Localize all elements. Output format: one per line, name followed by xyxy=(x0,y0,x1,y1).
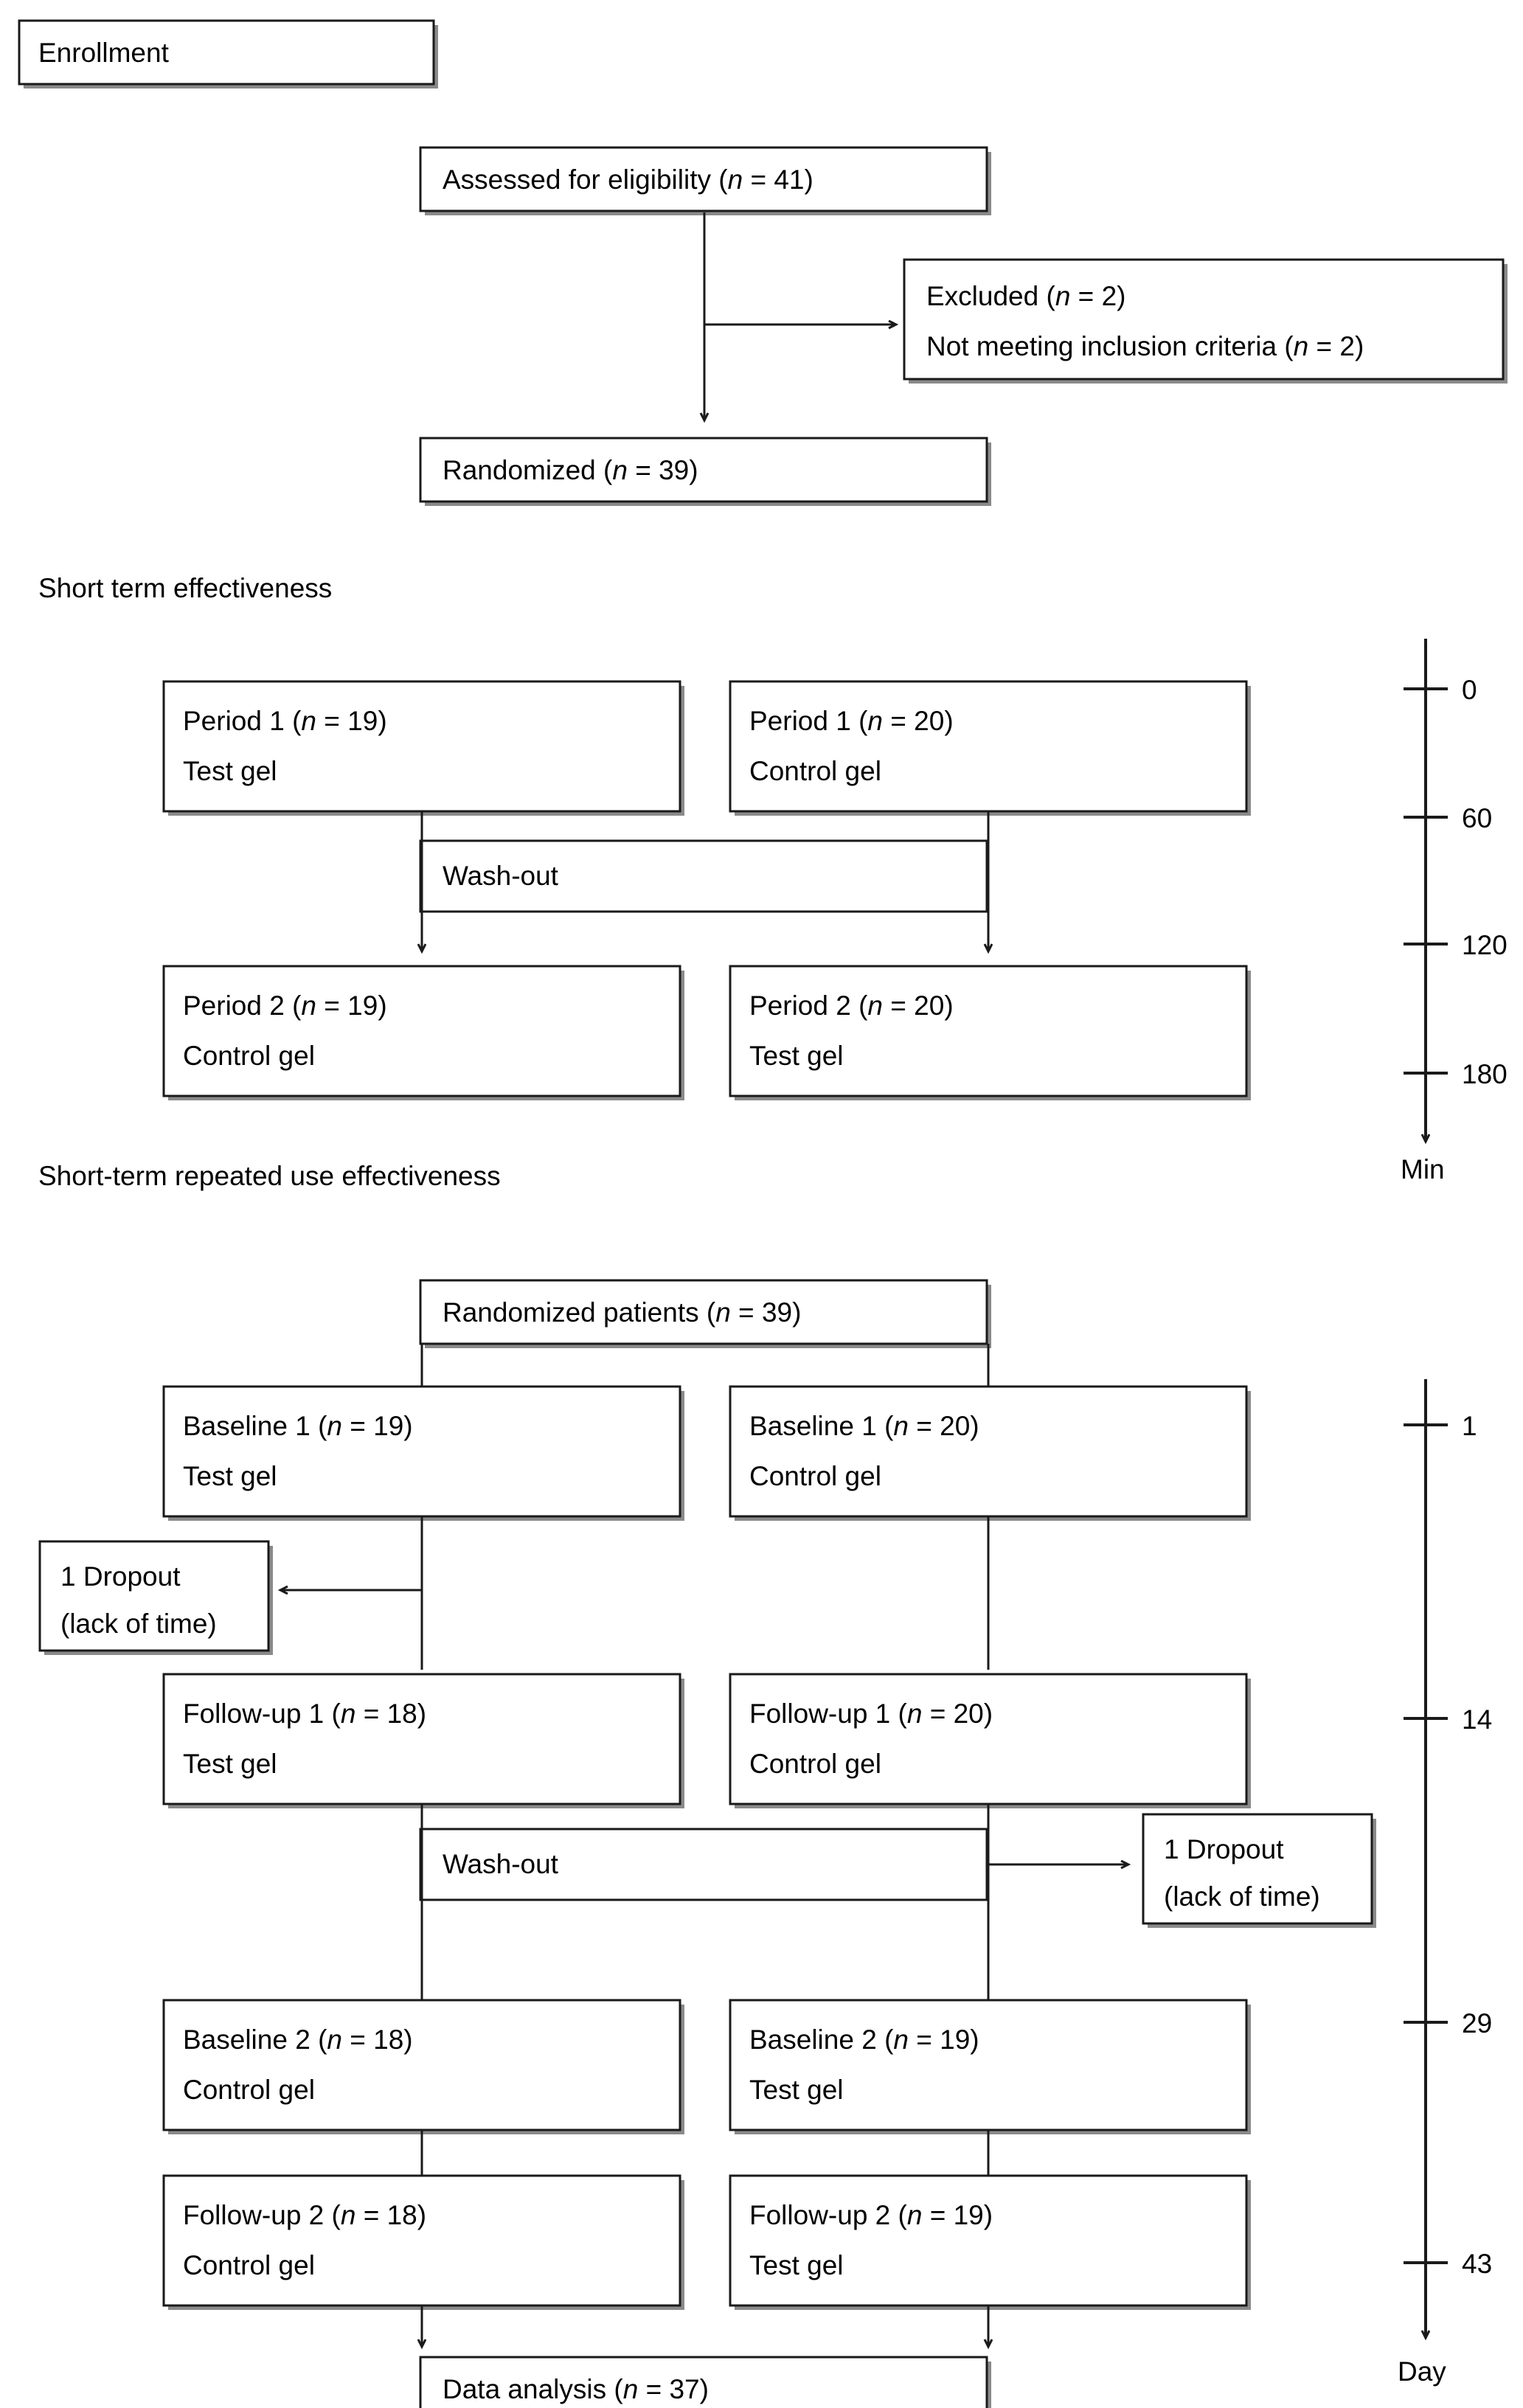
followup2-control-arm: Control gel xyxy=(183,2250,315,2280)
dropout-left-reason-label: (lack of time) xyxy=(60,1609,217,1639)
period1-control-box: Period 1 (n = 20) Control gel xyxy=(729,680,1251,816)
baseline1-control-box: Baseline 1 (n = 20) Control gel xyxy=(729,1385,1251,1521)
dropout-right-count-label: 1 Dropout xyxy=(1164,1834,1284,1864)
baseline1-test-box: Baseline 1 (n = 19) Test gel xyxy=(162,1385,684,1521)
dropout-left-count-label: 1 Dropout xyxy=(60,1561,181,1592)
baseline2-test-count: Baseline 2 (n = 19) xyxy=(749,2024,979,2055)
period2-test-arm: Test gel xyxy=(749,1041,844,1071)
randomized-label: Randomized (n = 39) xyxy=(443,455,698,485)
period1-control-arm: Control gel xyxy=(749,756,881,786)
data-analysis-label: Data analysis (n = 37) xyxy=(443,2374,709,2404)
enrollment-header-label: Enrollment xyxy=(38,38,170,68)
tick-label-day-43: 43 xyxy=(1462,2249,1492,2279)
baseline2-control-box: Baseline 2 (n = 18) Control gel xyxy=(162,1999,684,2134)
followup2-control-count: Follow-up 2 (n = 18) xyxy=(183,2200,426,2230)
tick-label-min-60: 60 xyxy=(1462,803,1492,833)
baseline1-control-count: Baseline 1 (n = 20) xyxy=(749,1411,979,1441)
timeline-minutes: 0 60 120 180 Min xyxy=(1401,639,1508,1184)
period1-test-arm: Test gel xyxy=(183,756,277,786)
timeline-days: 1 14 29 43 Day xyxy=(1398,1379,1492,2387)
baseline1-test-count: Baseline 1 (n = 19) xyxy=(183,1411,413,1441)
timeline-unit-min: Min xyxy=(1401,1154,1445,1184)
washout-label-short-term: Wash-out xyxy=(443,861,559,891)
randomized-patients-label: Randomized patients (n = 39) xyxy=(443,1297,801,1328)
period2-test-count: Period 2 (n = 20) xyxy=(749,990,954,1021)
period2-control-arm: Control gel xyxy=(183,1041,315,1071)
enrollment-header-box: Enrollment xyxy=(18,19,438,89)
tick-label-min-0: 0 xyxy=(1462,675,1477,705)
connector-followup2-to-data-analysis xyxy=(422,2305,988,2347)
section-title-repeated-use: Short-term repeated use effectiveness xyxy=(38,1161,501,1191)
followup2-test-box: Follow-up 2 (n = 19) Test gel xyxy=(729,2174,1251,2310)
baseline2-control-count: Baseline 2 (n = 18) xyxy=(183,2024,413,2055)
washout-band-short-term: Wash-out xyxy=(419,839,988,913)
period2-control-count: Period 2 (n = 19) xyxy=(183,990,387,1021)
baseline2-control-arm: Control gel xyxy=(183,2075,315,2105)
followup1-test-box: Follow-up 1 (n = 18) Test gel xyxy=(162,1673,684,1808)
dropout-right-reason-label: (lack of time) xyxy=(1164,1881,1320,1912)
dropout-box-left: 1 Dropout (lack of time) xyxy=(38,1540,273,1655)
tick-label-min-120: 120 xyxy=(1462,930,1508,960)
followup1-control-arm: Control gel xyxy=(749,1749,881,1779)
washout-band-repeated-use: Wash-out xyxy=(419,1828,988,1901)
period1-control-count: Period 1 (n = 20) xyxy=(749,706,954,736)
followup1-control-box: Follow-up 1 (n = 20) Control gel xyxy=(729,1673,1251,1808)
washout-label-repeated-use: Wash-out xyxy=(443,1849,559,1879)
tick-label-day-29: 29 xyxy=(1462,2008,1492,2039)
followup2-test-arm: Test gel xyxy=(749,2250,844,2280)
dropout-box-right: 1 Dropout (lack of time) xyxy=(1142,1813,1376,1928)
followup2-test-count: Follow-up 2 (n = 19) xyxy=(749,2200,993,2230)
connector-randomized-to-baselines xyxy=(420,1344,990,1387)
followup1-control-count: Follow-up 1 (n = 20) xyxy=(749,1699,993,1729)
baseline1-test-arm: Test gel xyxy=(183,1461,277,1491)
baseline2-test-arm: Test gel xyxy=(749,2075,844,2105)
tick-label-min-180: 180 xyxy=(1462,1059,1508,1089)
followup1-test-count: Follow-up 1 (n = 18) xyxy=(183,1699,426,1729)
period1-test-box: Period 1 (n = 19) Test gel xyxy=(162,680,684,816)
period1-test-count: Period 1 (n = 19) xyxy=(183,706,387,736)
period2-control-box: Period 2 (n = 19) Control gel xyxy=(162,965,684,1100)
assessed-for-eligibility-box: Assessed for eligibility (n = 41) xyxy=(419,146,991,215)
excluded-count-label: Excluded (n = 2) xyxy=(926,281,1125,311)
excluded-reason-label: Not meeting inclusion criteria (n = 2) xyxy=(926,331,1364,361)
randomized-patients-box: Randomized patients (n = 39) xyxy=(419,1279,991,1348)
excluded-box: Excluded (n = 2) Not meeting inclusion c… xyxy=(903,258,1508,384)
tick-label-day-14: 14 xyxy=(1462,1704,1492,1735)
followup2-control-box: Follow-up 2 (n = 18) Control gel xyxy=(162,2174,684,2310)
assessed-for-eligibility-label: Assessed for eligibility (n = 41) xyxy=(443,164,813,195)
section-title-short-term: Short term effectiveness xyxy=(38,573,332,603)
period2-test-box: Period 2 (n = 20) Test gel xyxy=(729,965,1251,1100)
followup1-test-arm: Test gel xyxy=(183,1749,277,1779)
baseline1-control-arm: Control gel xyxy=(749,1461,881,1491)
tick-label-day-1: 1 xyxy=(1462,1411,1477,1441)
data-analysis-box: Data analysis (n = 37) xyxy=(419,2356,991,2408)
timeline-unit-day: Day xyxy=(1398,2356,1446,2387)
randomized-box: Randomized (n = 39) xyxy=(419,437,991,506)
baseline2-test-box: Baseline 2 (n = 19) Test gel xyxy=(729,1999,1251,2134)
